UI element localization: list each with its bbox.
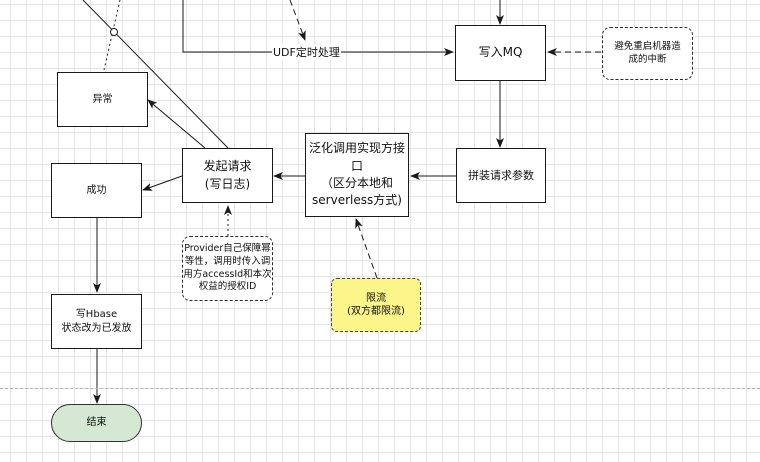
generic-invoke-node[interactable]: 泛化调用实现方接口 （区分本地和 serverless方式) — [305, 133, 409, 217]
send-request-node[interactable]: 发起请求 (写日志) — [182, 148, 273, 203]
provider-idempotency-note[interactable]: Provider自己保障幂 等性，调用时传入调 用方accessId和本次 权益… — [182, 236, 273, 301]
write-hbase-node[interactable]: 写Hbase 状态改为已发放 — [51, 294, 142, 349]
edge-ratelimit-to-invoke — [355, 218, 378, 279]
page-separator — [0, 388, 760, 389]
edge-request-to-success — [142, 175, 183, 191]
write-mq-node[interactable]: 写入MQ — [455, 25, 546, 81]
edge-junction-dot — [110, 28, 118, 36]
avoid-restart-note[interactable]: 避免重启机器造 成的中断 — [602, 27, 693, 80]
edge-dashed-top-to-udf — [289, 0, 306, 41]
edge-udf-scheduled — [182, 0, 454, 56]
udf-edge-label: UDF定时处理 — [272, 44, 341, 60]
rate-limit-node[interactable]: 限流 (双方都限流) — [331, 278, 421, 332]
exception-node[interactable]: 异常 — [57, 72, 148, 127]
edge-request-to-top — [82, 0, 229, 149]
success-node[interactable]: 成功 — [51, 163, 142, 218]
edge-request-to-exception — [147, 99, 206, 149]
end-node[interactable]: 结束 — [51, 404, 142, 442]
assemble-params-node[interactable]: 拼装请求参数 — [456, 148, 546, 203]
